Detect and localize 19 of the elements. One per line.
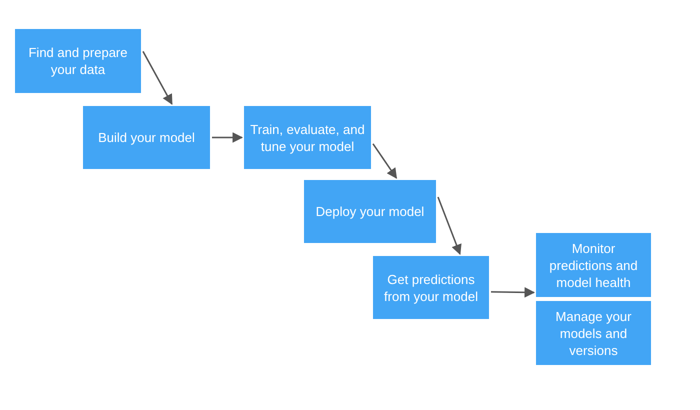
arrow	[372, 143, 398, 179]
process-box	[83, 106, 210, 169]
arrow	[437, 196, 462, 255]
box-label: Train, evaluate, and tune your model	[250, 120, 365, 154]
process-box	[244, 106, 371, 169]
process-box	[304, 180, 436, 243]
box-label: Manage your models and versions	[554, 308, 632, 358]
process-box	[373, 256, 489, 319]
arrow	[142, 51, 173, 105]
process-box	[536, 233, 651, 297]
box-label: Deploy your model	[316, 203, 424, 220]
box-label: Build your model	[98, 129, 195, 146]
box-label: Get predictions from your model	[383, 270, 479, 304]
process-box	[15, 29, 141, 93]
box-label: Monitor predictions and model health	[548, 240, 639, 290]
arrow	[490, 287, 536, 298]
process-box	[536, 301, 651, 365]
arrow	[212, 132, 244, 143]
box-label: Find and prepare your data	[27, 44, 128, 78]
